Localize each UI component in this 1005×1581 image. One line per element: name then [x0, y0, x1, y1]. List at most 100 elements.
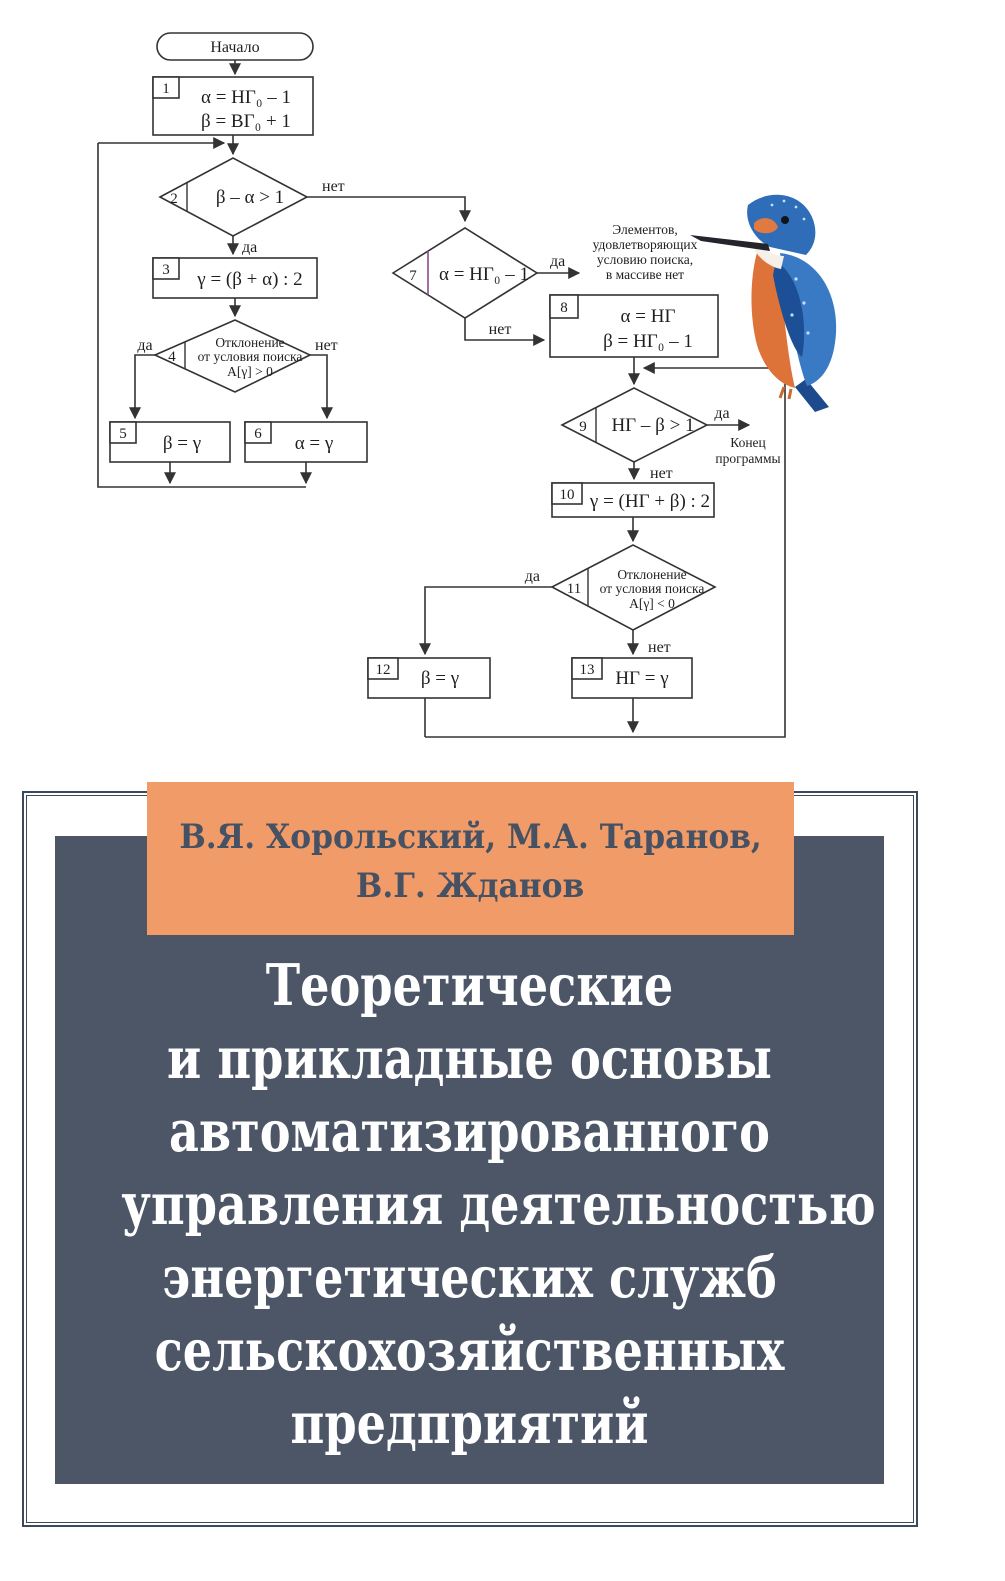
- authors-line-2: В.Г. Жданов: [356, 865, 585, 906]
- node-box12: 12 β = γ: [367, 657, 491, 699]
- d4-line2: от условия поиска: [198, 349, 303, 364]
- label-yes-d7: да: [550, 253, 565, 270]
- title-line-3: автоматизированного: [169, 1096, 770, 1165]
- box10-formula: γ = (НГ + β) : 2: [589, 491, 710, 512]
- start-oval: [156, 32, 314, 61]
- box6-number-tab: [244, 421, 272, 444]
- title-line-7: предприятий: [290, 1388, 649, 1457]
- box12-formula: β = γ: [421, 668, 459, 689]
- no-elements-annotation: Элементов, удовлетворяющих условию поиск…: [593, 222, 698, 282]
- connector-merge-left-loop: [97, 143, 306, 488]
- label-no-d7: нет: [489, 321, 512, 338]
- bird-tail: [795, 379, 829, 412]
- bird-feet: [778, 386, 793, 400]
- node-d11: 11 Отклонение от условия поиска A[γ] < 0: [550, 544, 717, 631]
- box13-number: 13: [580, 662, 595, 678]
- node-box6: 6 α = γ: [244, 421, 368, 463]
- box1-line1: α = НГ₀ – 1: [201, 87, 291, 108]
- d7-number: 7: [409, 268, 417, 284]
- node-box10: 10 γ = (НГ + β) : 2: [551, 482, 715, 518]
- box8-line1: α = НГ: [621, 306, 676, 327]
- node-d9: 9 НГ – β > 1: [560, 387, 709, 463]
- kingfisher-illustration: [690, 194, 837, 412]
- box3-formula: γ = (β + α) : 2: [196, 269, 302, 290]
- bird-cheek: [754, 218, 778, 234]
- bird-breast: [751, 249, 795, 388]
- box3-number: 3: [162, 262, 170, 278]
- flow-connectors: [97, 60, 786, 738]
- box12-number-tab: [367, 657, 399, 680]
- d9-diamond: [560, 387, 709, 463]
- bird-head: [747, 194, 816, 255]
- authors-banner: В.Я. Хорольский, М.А. Таранов, В.Г. Ждан…: [147, 782, 794, 935]
- box6-formula: α = γ: [295, 433, 334, 454]
- d11-line1: Отклонение: [617, 567, 686, 582]
- box10-number: 10: [560, 487, 575, 503]
- d2-diamond: [158, 157, 309, 237]
- node-d4: 4 Отклонение от условия поиска A[γ] > 0: [153, 319, 312, 393]
- box1-line2: β = ВГ₀ + 1: [201, 111, 291, 132]
- book-title: Теоретические и прикладные основы автома…: [55, 948, 884, 1459]
- label-no-d4: нет: [315, 337, 338, 354]
- label-yes-d2: да: [242, 239, 257, 256]
- box5-formula: β = γ: [163, 433, 201, 454]
- node-box1: 1 α = НГ₀ – 1 β = ВГ₀ + 1: [152, 76, 314, 136]
- connector-bottom-loop-to-d9: [425, 362, 786, 738]
- end-program-line1: Конец: [730, 435, 766, 450]
- flowchart-diagram: Начало 1 α = НГ₀ – 1 β = ВГ₀ + 1 2 β – α…: [97, 32, 786, 738]
- kingfisher-shapes: [690, 194, 837, 412]
- cover-title-panel: [55, 836, 884, 1484]
- start-label: Начало: [210, 39, 259, 56]
- no-elements-line3: условию поиска,: [597, 252, 693, 267]
- d11-diamond: [550, 544, 717, 631]
- no-elements-line2: удовлетворяющих: [593, 237, 698, 252]
- bird-speckles: [770, 199, 810, 335]
- box13-number-tab: [571, 657, 603, 680]
- d7-diamond: [391, 227, 539, 319]
- title-line-1: Теоретические: [265, 950, 674, 1019]
- box5-number: 5: [119, 426, 127, 442]
- title-line-6: сельскохозяйственных: [154, 1315, 785, 1384]
- label-yes-d9: да: [714, 405, 729, 422]
- node-d7: 7 α = НГ₀ – 1: [391, 227, 539, 319]
- d4-number: 4: [168, 349, 176, 365]
- d11-line3: A[γ] < 0: [629, 596, 675, 611]
- label-no-d9: нет: [650, 465, 673, 482]
- connector-d2-no-to-d7: [307, 196, 471, 223]
- box8-line2: β = НГ₀ – 1: [603, 331, 693, 352]
- d11-number: 11: [567, 581, 581, 597]
- box12-number: 12: [376, 662, 391, 678]
- connector-d11-yes-to-box12: [419, 586, 552, 656]
- node-box13: 13 НГ = γ: [571, 657, 693, 699]
- label-no-d2: нет: [322, 178, 345, 195]
- node-d2: 2 β – α > 1: [158, 157, 309, 237]
- box8-number-tab: [549, 294, 579, 319]
- label-no-d11: нет: [648, 639, 671, 656]
- bird-wing-shadow: [773, 261, 805, 357]
- d4-line3: A[γ] > 0: [227, 364, 273, 379]
- node-box5: 5 β = γ: [109, 421, 231, 463]
- authors-line-1: В.Я. Хорольский, М.А. Таранов,: [179, 816, 762, 857]
- connector-d7-no-to-box8: [464, 318, 546, 346]
- node-box3: 3 γ = (β + α) : 2: [152, 257, 318, 299]
- no-elements-line4: в массиве нет: [606, 267, 684, 282]
- box1-number: 1: [162, 81, 170, 97]
- bird-beak: [690, 235, 770, 251]
- d7-condition: α = НГ₀ – 1: [439, 264, 529, 285]
- label-yes-d11: да: [525, 568, 540, 585]
- d9-number: 9: [579, 419, 587, 435]
- box6-number: 6: [254, 426, 262, 442]
- node-box8: 8 α = НГ β = НГ₀ – 1: [549, 294, 719, 358]
- box5-number-tab: [109, 421, 137, 444]
- label-yes-d4: да: [137, 337, 152, 354]
- d4-diamond: [153, 319, 312, 393]
- title-line-4: управления деятельностью: [121, 1169, 876, 1238]
- title-line-5: энергетических служб: [162, 1242, 777, 1311]
- d11-line2: от условия поиска: [600, 581, 705, 596]
- box1-number-tab: [152, 76, 180, 99]
- connector-d4-no-to-box6: [310, 354, 333, 420]
- box3-number-tab: [152, 257, 180, 280]
- box3-rect: [152, 257, 318, 299]
- box10-number-tab: [551, 482, 583, 505]
